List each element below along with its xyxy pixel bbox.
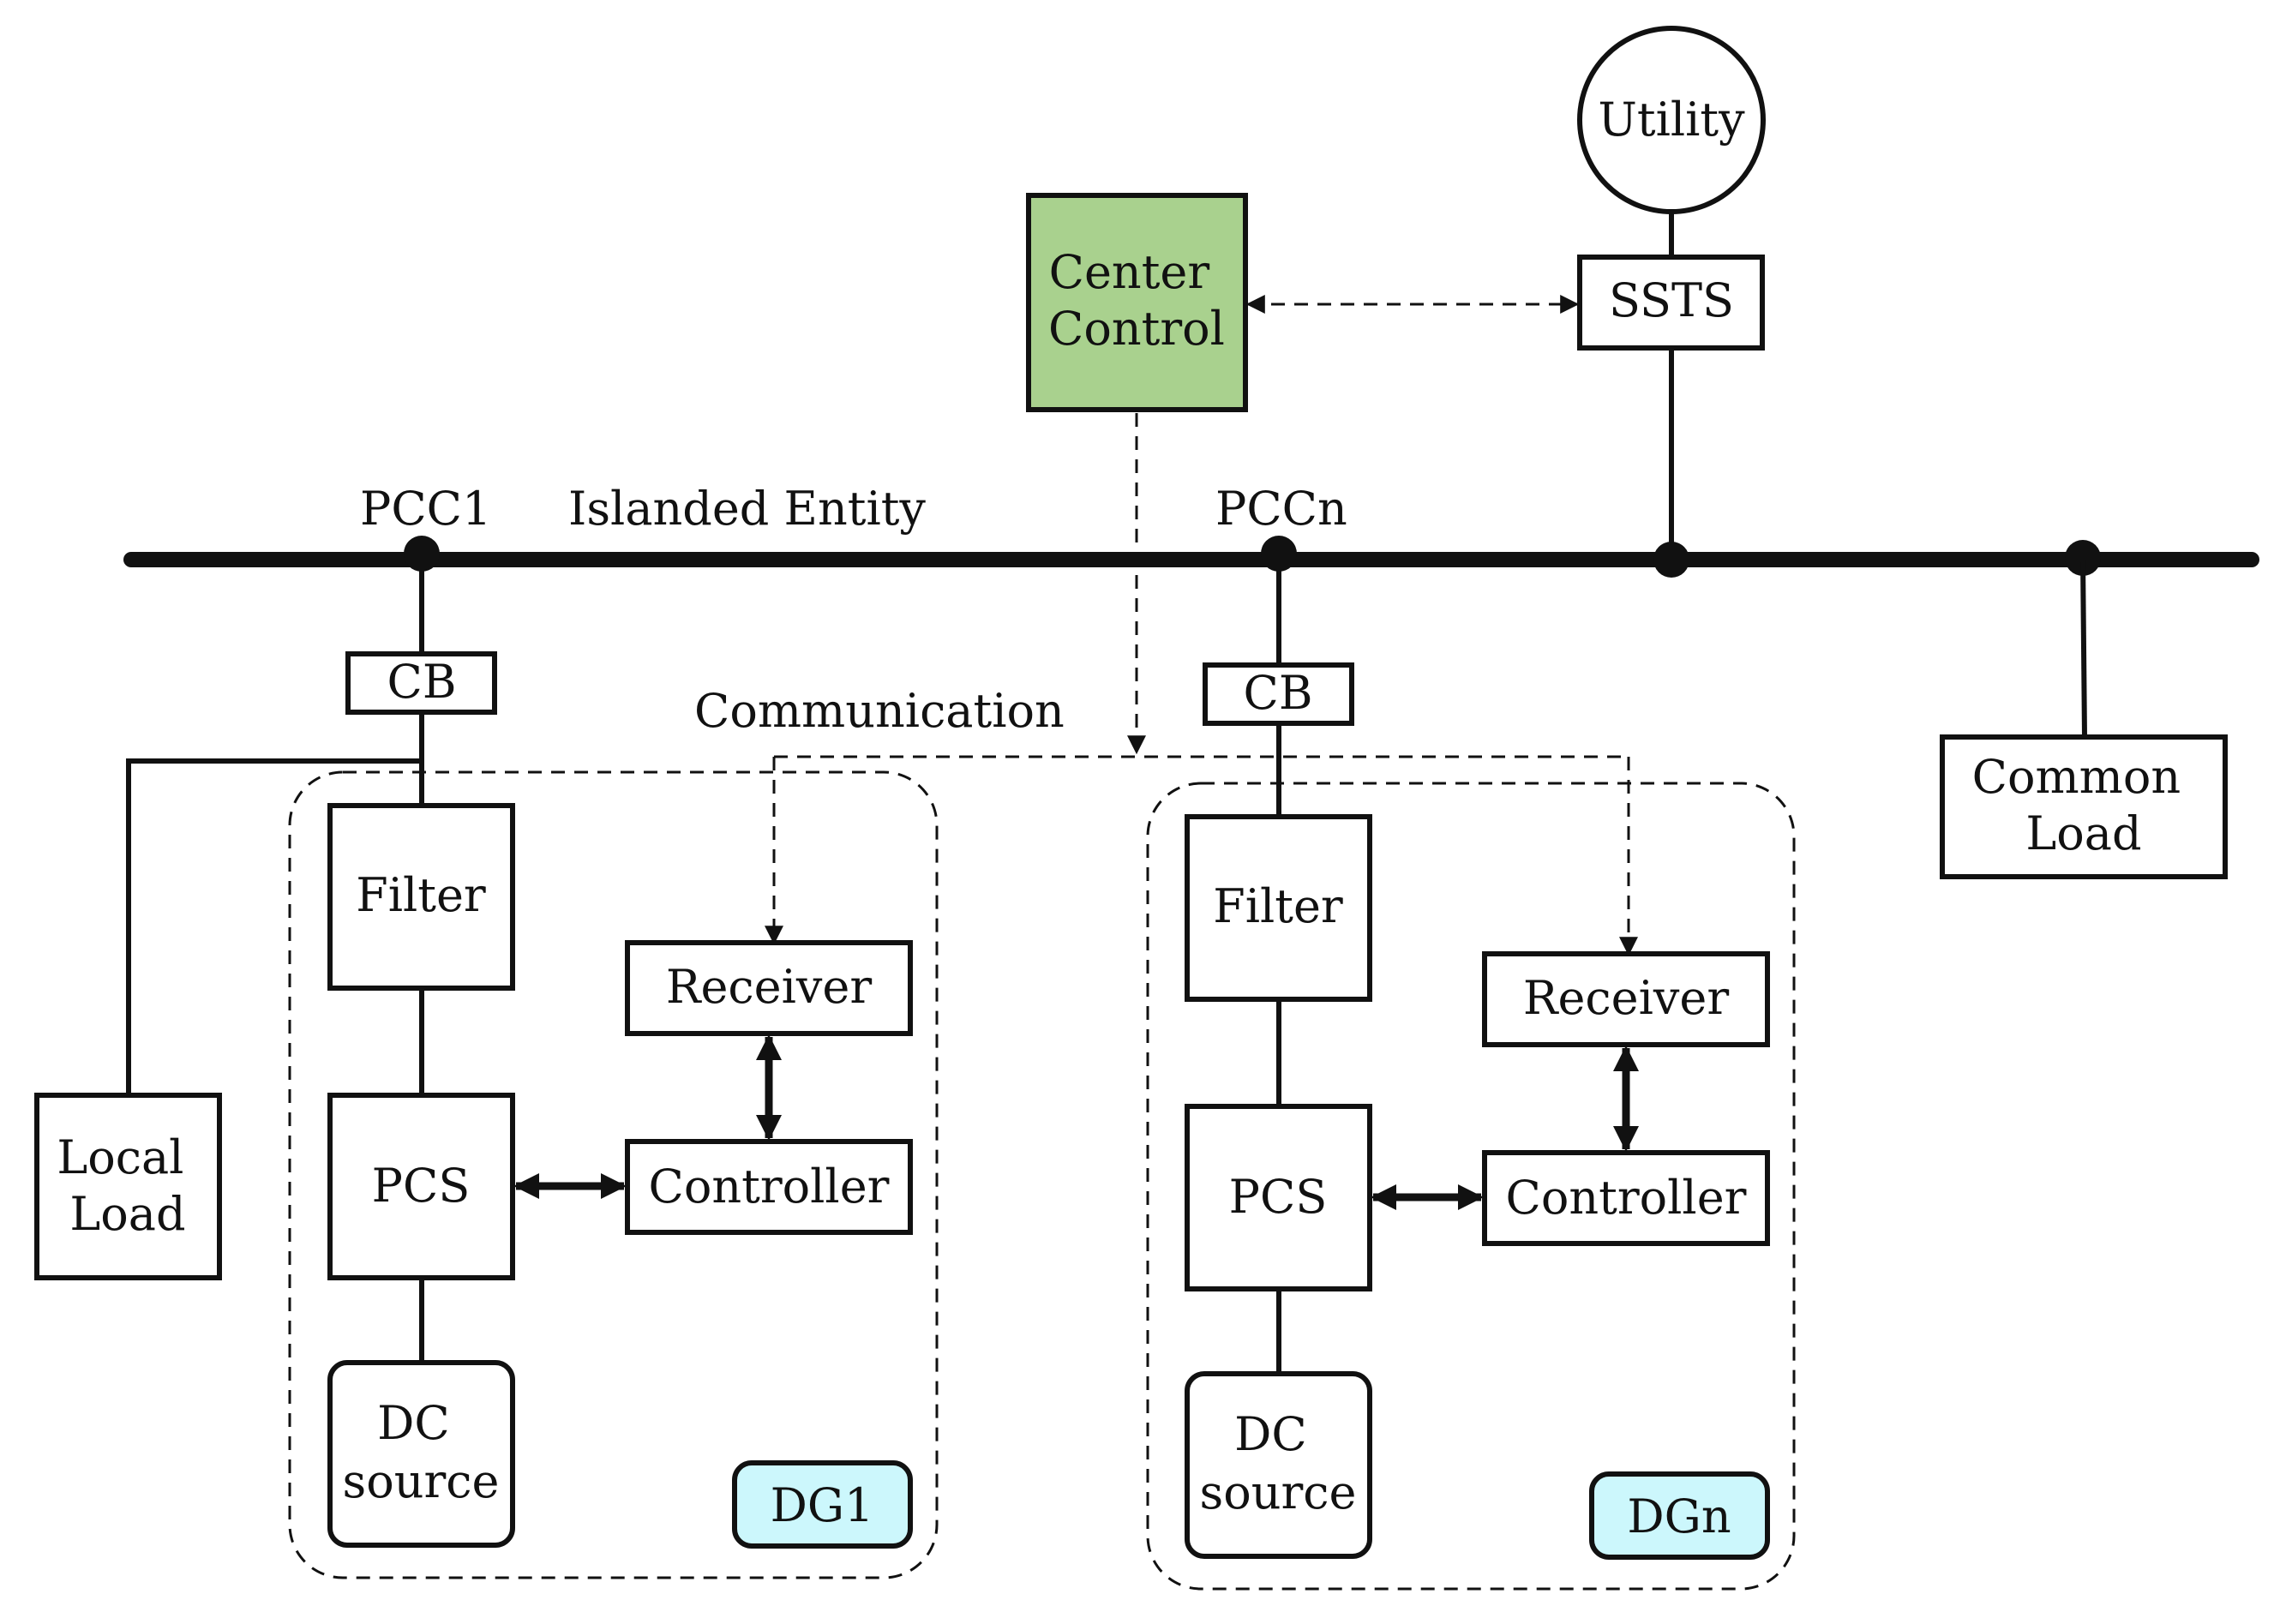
dg1-tag-label: DG1 xyxy=(771,1478,874,1532)
local-load-box xyxy=(34,1093,222,1280)
dgn-pcs-label: PCS xyxy=(1229,1170,1328,1224)
common-load-box xyxy=(1940,734,2228,879)
dg1-controller-label: Controller xyxy=(649,1160,890,1214)
local-load-line1: Local xyxy=(57,1130,183,1184)
communication-label: Communication xyxy=(694,684,1065,738)
center-control-box xyxy=(1026,193,1248,412)
dg1-tag-box xyxy=(732,1460,913,1549)
dg1-dc-line1: DC xyxy=(377,1396,450,1450)
center-control-label: Center Control xyxy=(1048,245,1225,356)
dgn-receiver-box xyxy=(1482,951,1770,1047)
local-load-line2: Load xyxy=(69,1187,185,1241)
dgn-receiver-label: Receiver xyxy=(1523,971,1730,1025)
dgn-tag-label: DGn xyxy=(1627,1489,1731,1543)
dg1-receiver-label: Receiver xyxy=(666,960,873,1014)
ssts-box xyxy=(1577,255,1765,351)
dg1-receiver-box xyxy=(625,940,913,1036)
dg1-dc-source-label: DC source xyxy=(342,1396,499,1508)
dgn-cb-box xyxy=(1203,662,1354,726)
center-control-line2: Control xyxy=(1048,302,1225,356)
dg1-pcs-label: PCS xyxy=(372,1159,471,1213)
dgn-dc-line1: DC xyxy=(1234,1407,1307,1461)
common-load-line1: Common xyxy=(1972,750,2181,804)
dg1-enclosure xyxy=(288,770,939,1579)
local-load-label: Local Load xyxy=(57,1130,198,1241)
pccn-label: PCCn xyxy=(1215,482,1347,536)
dgn-dc-source-box xyxy=(1185,1371,1372,1559)
center-control-line1: Center xyxy=(1049,245,1210,299)
pcc1-label: PCC1 xyxy=(360,482,491,536)
dgn-cb-label: CB xyxy=(1244,666,1313,720)
dg1-controller-box xyxy=(625,1139,913,1235)
dgn-tag-box xyxy=(1589,1471,1770,1560)
common-load-link xyxy=(2080,557,2087,738)
dg1-filter-label: Filter xyxy=(356,868,486,922)
common-load-label: Common Load xyxy=(1972,750,2196,860)
dgn-dc-source-label: DC source xyxy=(1199,1407,1356,1519)
dgn-controller-label: Controller xyxy=(1506,1171,1747,1225)
islanded-entity-label: Islanded Entity xyxy=(568,482,926,536)
dgn-dc-line2: source xyxy=(1199,1465,1356,1519)
dg1-cb-box xyxy=(345,651,497,715)
ssts-bus-node xyxy=(1653,542,1689,578)
utility-label: Utility xyxy=(1598,93,1745,147)
dg1-pcs-box xyxy=(327,1093,515,1280)
dg1-cb-label: CB xyxy=(387,655,457,709)
dgn-controller-box xyxy=(1482,1150,1770,1246)
dg1-filter-box xyxy=(327,803,515,991)
dgn-enclosure xyxy=(1146,782,1796,1591)
local-load-feeder xyxy=(126,758,422,1095)
dgn-filter-label: Filter xyxy=(1213,879,1343,933)
dg1-dc-line2: source xyxy=(342,1454,499,1508)
dg1-dc-source-box xyxy=(327,1360,515,1548)
common-load-line2: Load xyxy=(2025,806,2141,860)
ssts-label: SSTS xyxy=(1609,273,1734,327)
